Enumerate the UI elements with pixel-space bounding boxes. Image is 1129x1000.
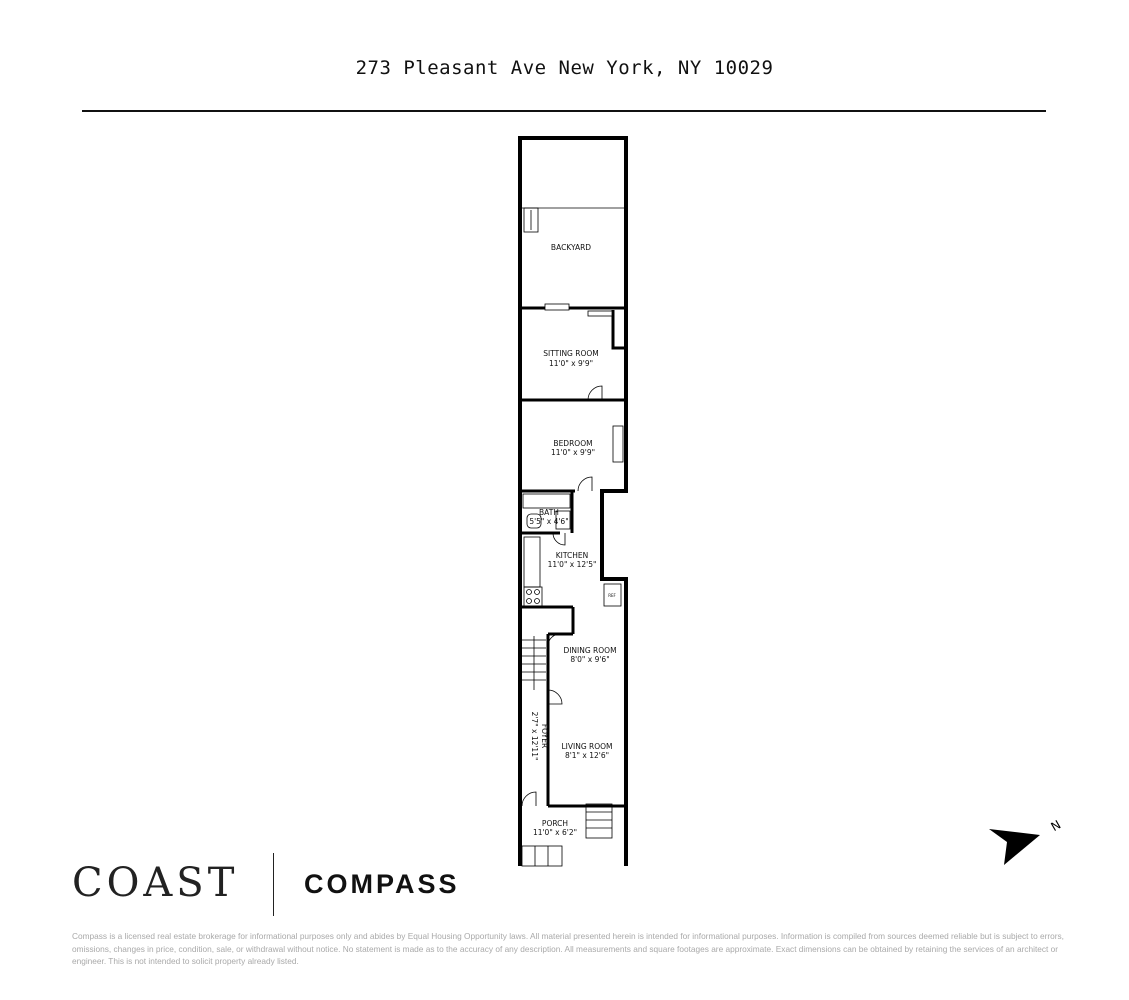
logo-divider <box>273 853 274 916</box>
sitting-room-label: SITTING ROOM <box>543 349 599 358</box>
kitchen-dims: 11'0" x 12'5" <box>548 560 597 569</box>
north-arrow-icon: N <box>989 817 1063 865</box>
foyer-dims: 2'7" x 12'11" <box>530 712 539 761</box>
coast-logo: COAST <box>72 860 239 906</box>
legal-disclaimer: Compass is a licensed real estate broker… <box>72 931 1064 966</box>
bath-dims: 5'5" x 4'6" <box>529 517 568 526</box>
living-room-label: LIVING ROOM <box>561 742 612 751</box>
dining-room-dims: 8'0" x 9'6" <box>570 655 609 664</box>
header-divider <box>82 110 1046 112</box>
foyer-label: FOYER <box>540 724 549 748</box>
porch-label: PORCH <box>542 819 568 828</box>
kitchen-label: KITCHEN <box>556 551 589 560</box>
living-room-dims: 8'1" x 12'6" <box>565 751 609 760</box>
fixtures <box>521 207 624 867</box>
dining-room-label: DINING ROOM <box>563 646 616 655</box>
compass-logo: COMPASS <box>304 869 460 899</box>
north-label: N <box>1049 817 1064 834</box>
property-address: 273 Pleasant Ave New York, NY 10029 <box>355 57 774 79</box>
porch-dims: 11'0" x 6'2" <box>533 828 577 837</box>
backyard-label: BACKYARD <box>551 243 591 252</box>
bath-label: BATH <box>539 508 559 517</box>
bedroom-label: BEDROOM <box>553 439 592 448</box>
interior-walls <box>520 306 626 808</box>
sitting-room-dims: 11'0" x 9'9" <box>549 359 593 368</box>
exterior-walls <box>518 136 628 866</box>
bedroom-dims: 11'0" x 9'9" <box>551 448 595 457</box>
ref-label: REF <box>608 593 616 598</box>
